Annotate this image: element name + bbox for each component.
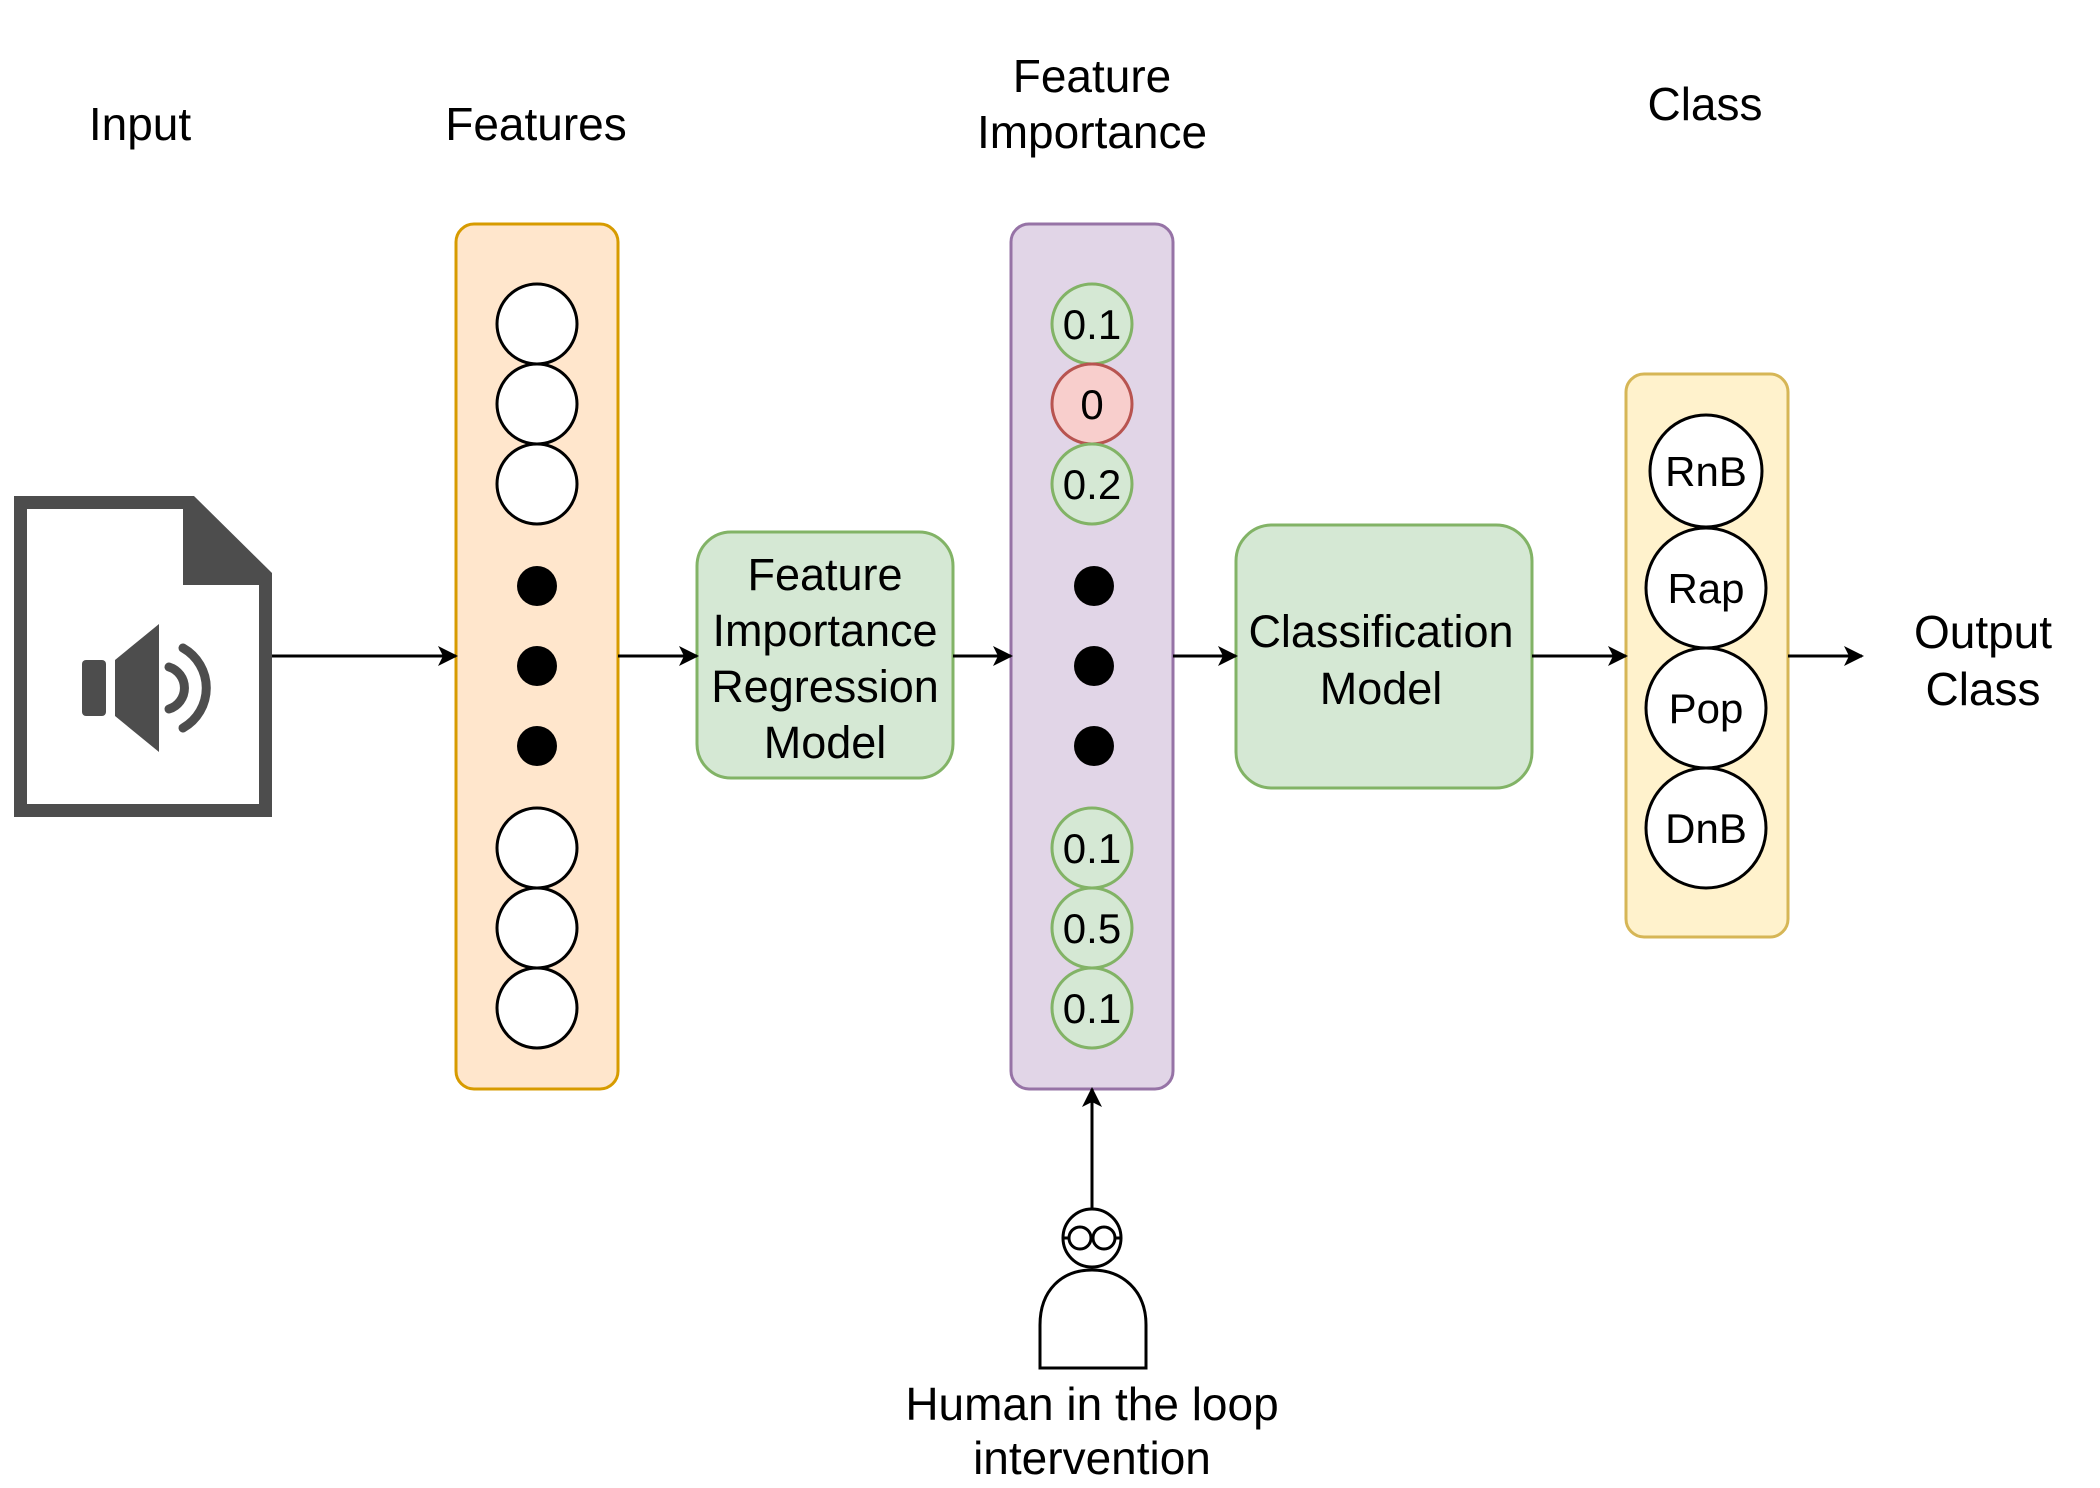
importance-value: 0.1 (1063, 825, 1121, 872)
glasses-lens-right (1091, 1225, 1117, 1251)
importance-value: 0.5 (1063, 905, 1121, 952)
class-node (1644, 766, 1768, 890)
sound-wave-small (164, 662, 189, 714)
class-label: RnB (1665, 448, 1747, 495)
feature-node (495, 282, 579, 366)
regression-model-label-line4: Model (764, 717, 887, 768)
human-loop-label-line1: Human in the loop (905, 1378, 1278, 1430)
class-nodes: RnB Rap Pop DnB (1644, 413, 1768, 890)
ellipsis-dot (1074, 566, 1114, 606)
importance-column-title-line1: Feature (1013, 50, 1172, 102)
importance-column-title-line2: Importance (977, 106, 1207, 158)
input-column-title: Input (89, 98, 192, 150)
ellipsis-dot (517, 566, 557, 606)
importance-value: 0 (1080, 381, 1103, 428)
classification-model-label-line1: Classification (1248, 606, 1513, 657)
speaker-cone (115, 624, 159, 752)
ellipsis-dot (517, 646, 557, 686)
regression-model-label-line3: Regression (711, 661, 939, 712)
class-label: Pop (1669, 685, 1744, 732)
human-loop-label-line2: intervention (973, 1432, 1211, 1484)
importance-value: 0.1 (1063, 301, 1121, 348)
person-with-glasses-icon (1038, 1207, 1148, 1370)
importance-value: 0.2 (1063, 461, 1121, 508)
audio-file-icon (14, 496, 272, 817)
importance-nodes: 0.1 0 0.2 0.1 0.5 0.1 (1050, 282, 1134, 1050)
output-class-label-line1: Output (1914, 606, 2052, 658)
ellipsis-dot (517, 726, 557, 766)
feature-nodes (495, 282, 579, 1050)
class-label: DnB (1665, 805, 1747, 852)
output-class-label-line2: Class (1925, 663, 2040, 715)
speaker-body (82, 660, 106, 716)
importance-value: 0.1 (1063, 985, 1121, 1032)
feature-node (495, 806, 579, 890)
ellipsis-dot (1074, 726, 1114, 766)
feature-node (495, 362, 579, 446)
feature-node (495, 442, 579, 526)
regression-model-label-line1: Feature (747, 549, 902, 600)
flow-arrows (272, 646, 1864, 1208)
class-column-title: Class (1647, 78, 1762, 130)
person-body (1038, 1268, 1148, 1370)
feature-node (495, 886, 579, 970)
class-label: Rap (1667, 565, 1744, 612)
importance-node (1050, 966, 1134, 1050)
ellipsis-dot (1074, 646, 1114, 686)
regression-model-label-line2: Importance (712, 605, 937, 656)
importance-node (1050, 442, 1134, 526)
feature-node (495, 966, 579, 1050)
features-column-title: Features (445, 98, 627, 150)
sound-wave-large (178, 643, 211, 733)
glasses-lens-left (1067, 1225, 1093, 1251)
classification-model-label-line2: Model (1320, 663, 1443, 714)
